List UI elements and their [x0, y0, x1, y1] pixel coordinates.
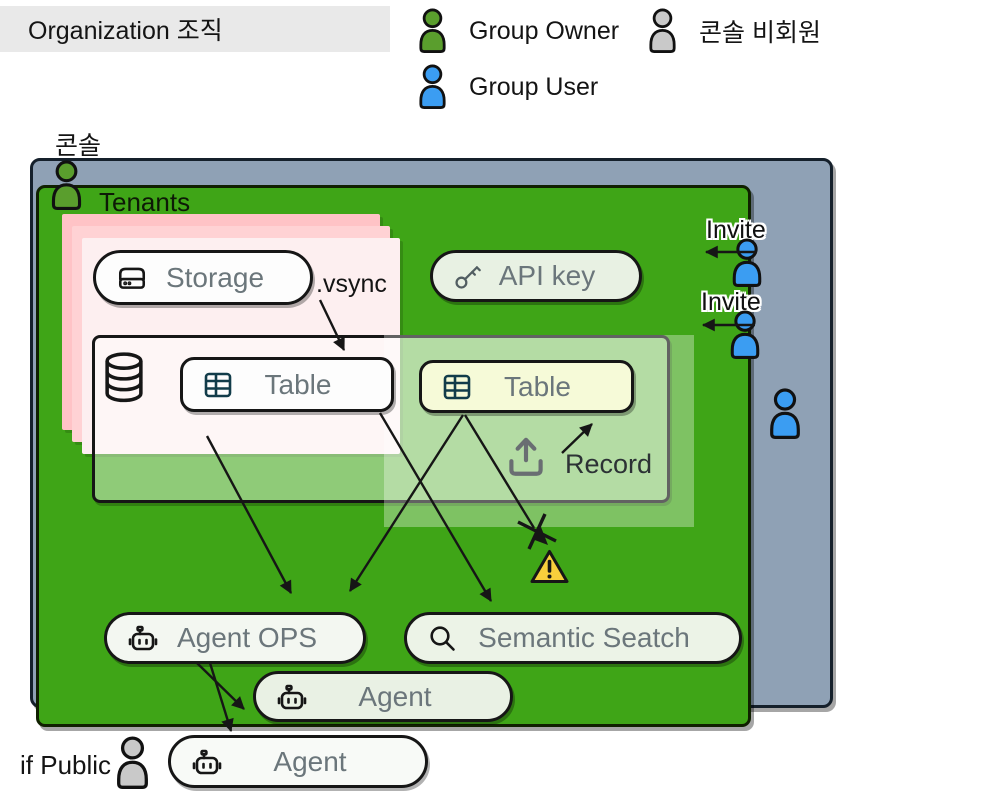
- table-left-node-label: Table: [264, 368, 332, 400]
- agent-outer-node-label: Agent: [273, 745, 347, 777]
- storage-node-label: Storage: [165, 261, 265, 293]
- table-right-node: Table: [419, 360, 634, 413]
- group-user-person-icon: [419, 64, 446, 109]
- agent-inner-node-label: Agent: [358, 680, 432, 712]
- agent-ops-node-label: Agent OPS: [176, 622, 318, 653]
- tenants-owner-icon: [51, 160, 82, 211]
- agent-inner-node: Agent: [253, 671, 513, 722]
- robot-icon: [277, 684, 307, 709]
- record-label: Record: [565, 449, 653, 479]
- semantic-search-node: Semantic Seatch: [404, 612, 742, 664]
- table-right-node-label: Table: [504, 370, 571, 402]
- public-person-icon: [117, 736, 148, 789]
- table-left-node: Table: [180, 357, 394, 412]
- group-owner-person-icon: [419, 8, 446, 53]
- nonmember-person-icon: [649, 8, 676, 53]
- legend-label: 콘솔 비회원: [699, 19, 821, 47]
- agent-outer-node: Agent: [168, 735, 428, 788]
- legend-item-console-nonmember: 콘솔 비회원: [646, 8, 821, 54]
- page-title: Organization 조직: [0, 6, 390, 52]
- semantic-search-node-label: Semantic Seatch: [478, 622, 690, 653]
- search-icon: [430, 626, 455, 651]
- legend-item-group-user: Group User: [416, 64, 598, 110]
- console-user-icon: [770, 388, 800, 439]
- api-key-node-label: API key: [498, 260, 596, 291]
- storage-node: Storage: [93, 250, 313, 305]
- legend-label: Group User: [469, 72, 599, 101]
- tenants-label: Tenants: [99, 187, 191, 217]
- database-icon: [105, 352, 143, 403]
- page-title-text: Organization 조직: [28, 17, 223, 45]
- warning-icon: [530, 550, 569, 583]
- table-icon: [204, 372, 232, 397]
- storage-drive-icon: [118, 267, 146, 289]
- robot-icon: [128, 625, 158, 651]
- api-key-node: API key: [430, 250, 642, 302]
- upload-icon: [509, 437, 543, 476]
- console-label: 콘솔: [55, 132, 102, 160]
- invite-top-label: Invite: [706, 216, 766, 244]
- legend-item-group-owner: Group Owner: [416, 8, 619, 54]
- invite-bottom-label: Invite: [701, 288, 761, 316]
- vsync-label: .vsync: [316, 270, 387, 298]
- key-icon: [455, 266, 481, 289]
- if-public-label: if Public: [20, 750, 112, 780]
- robot-icon: [192, 749, 222, 774]
- invite-bottom-user-icon: [730, 310, 760, 359]
- legend-label: Group Owner: [469, 16, 620, 45]
- invite-top-user-icon: [732, 238, 762, 287]
- agent-ops-node: Agent OPS: [104, 612, 366, 664]
- table-icon: [443, 374, 471, 399]
